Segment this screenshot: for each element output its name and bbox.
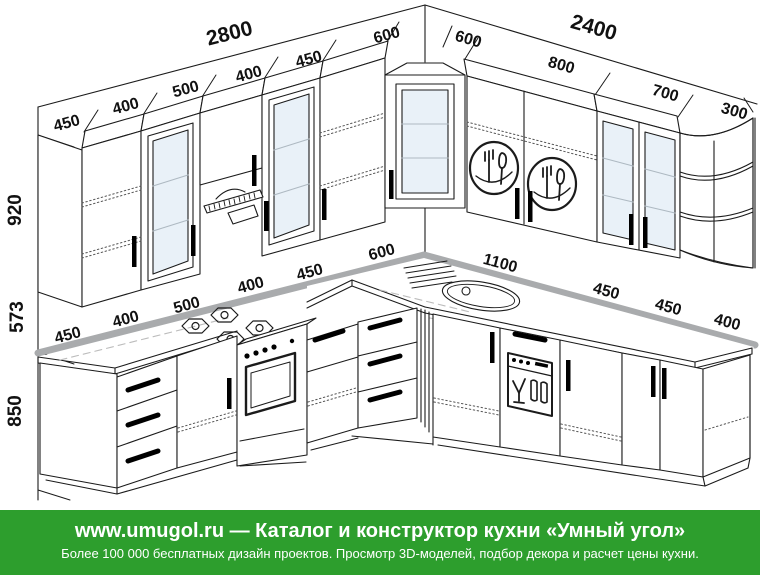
extractor-hood-icon bbox=[203, 188, 264, 225]
door-handle-icon bbox=[490, 332, 495, 363]
glass-door-icon bbox=[147, 122, 194, 282]
drawer-handle-icon bbox=[512, 331, 548, 343]
base-cabinets-right bbox=[432, 313, 751, 487]
glass-door-icon bbox=[602, 120, 676, 251]
base-cabinet-450-left bbox=[306, 323, 359, 451]
dishwasher-icon bbox=[507, 352, 553, 417]
countertop bbox=[37, 258, 754, 375]
dim-total-left: 2800 bbox=[204, 17, 255, 51]
glass-door-icon bbox=[268, 86, 315, 246]
footer-title: www.umugol.ru — Каталог и конструктор ку… bbox=[74, 520, 686, 542]
door-handle-icon bbox=[515, 188, 533, 222]
svg-text:400: 400 bbox=[712, 311, 742, 334]
drawer-handle-icon bbox=[312, 328, 346, 343]
svg-text:600: 600 bbox=[367, 241, 397, 264]
stove-knobs-icon bbox=[244, 338, 295, 359]
svg-text:400: 400 bbox=[234, 63, 264, 86]
sink-icon bbox=[403, 260, 521, 312]
stove bbox=[236, 317, 317, 467]
drawer-handle-icon bbox=[367, 317, 403, 403]
svg-text:400: 400 bbox=[236, 274, 266, 297]
oven-icon bbox=[244, 351, 297, 417]
svg-text:300: 300 bbox=[719, 100, 749, 124]
footer-subtitle: Более 100 000 бесплатных дизайн проектов… bbox=[61, 546, 699, 561]
door-handle-icon bbox=[651, 366, 667, 399]
svg-text:450: 450 bbox=[294, 48, 324, 71]
svg-text:400: 400 bbox=[111, 308, 141, 331]
svg-text:500: 500 bbox=[172, 294, 202, 317]
corner-shelf-icon bbox=[679, 117, 754, 269]
shelf-dotted-lines bbox=[81, 112, 386, 259]
kitchen-drawing: 2800 2400 450 400 500 400 450 600 600 80… bbox=[5, 4, 759, 501]
svg-text:600: 600 bbox=[453, 28, 483, 52]
svg-text:450: 450 bbox=[295, 261, 325, 284]
svg-text:850: 850 bbox=[5, 395, 26, 427]
svg-text:800: 800 bbox=[546, 54, 576, 78]
door-handle-icon bbox=[389, 170, 394, 199]
svg-text:500: 500 bbox=[171, 78, 201, 101]
glass-door-icon bbox=[395, 83, 455, 200]
svg-text:450: 450 bbox=[53, 324, 83, 347]
backsplash-stripe bbox=[34, 251, 759, 357]
dim-total-right: 2400 bbox=[568, 10, 619, 45]
door-handle-icon bbox=[566, 360, 571, 391]
svg-text:600: 600 bbox=[372, 24, 402, 47]
svg-text:450: 450 bbox=[653, 296, 683, 319]
dish-dryer-icon bbox=[468, 140, 578, 212]
svg-text:400: 400 bbox=[111, 95, 141, 118]
wall-cabinets-right bbox=[463, 58, 754, 269]
svg-text:573: 573 bbox=[7, 301, 28, 333]
dimension-labels: 2800 2400 450 400 500 400 450 600 600 80… bbox=[5, 10, 750, 427]
base-cabinet-corner bbox=[351, 307, 434, 445]
svg-text:700: 700 bbox=[650, 82, 680, 106]
svg-text:450: 450 bbox=[52, 112, 82, 135]
wall-cabinet-corner bbox=[384, 62, 466, 209]
svg-text:450: 450 bbox=[591, 280, 621, 303]
footer-banner: www.umugol.ru — Каталог и конструктор ку… bbox=[0, 510, 760, 575]
svg-text:920: 920 bbox=[5, 194, 26, 226]
wall-cabinets-left bbox=[37, 40, 389, 308]
door-handle-icon bbox=[629, 214, 648, 248]
door-handle-icon bbox=[132, 155, 327, 267]
door-handle-icon bbox=[227, 378, 232, 409]
base-cabinets-left bbox=[39, 335, 238, 495]
drawer-handle-icon bbox=[125, 377, 161, 464]
